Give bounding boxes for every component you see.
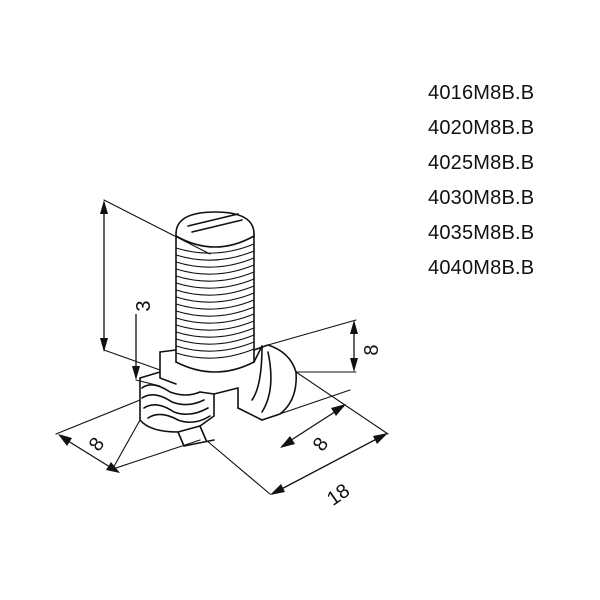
dim-head-thickness: 8 (361, 344, 383, 355)
thread-line (175, 257, 255, 268)
thread-line (175, 327, 255, 338)
t-head (139, 344, 297, 447)
dimension-lines (58, 200, 388, 495)
part-number: 4030M8B.B (428, 187, 535, 209)
part-number-list: 4016M8B.B 4020M8B.B 4025M8B.B 4030M8B.B … (428, 76, 534, 286)
thread-line (175, 334, 255, 345)
thread-line (175, 264, 255, 275)
extension-lines (55, 199, 389, 495)
thread-line (175, 271, 255, 282)
thread-line (175, 320, 255, 331)
part-number: 4020M8B.B (428, 117, 535, 139)
thread-line (175, 348, 255, 359)
dim-head-depth: 8 (309, 434, 333, 456)
thread-line (175, 250, 255, 261)
thread-lines (175, 243, 255, 359)
thread-line (175, 292, 255, 303)
part-number: 4016M8B.B (428, 82, 535, 104)
part-number: 4035M8B.B (428, 222, 535, 244)
dim-head-height: 3 (133, 300, 155, 311)
thread-line (175, 278, 255, 289)
thread-line (175, 313, 255, 324)
thread-line (175, 285, 255, 296)
thread-line (175, 299, 255, 310)
dim-overall-length: 18 (323, 480, 354, 511)
thread-line (175, 243, 255, 254)
part-number: 4025M8B.B (428, 152, 535, 174)
bolt-shank (175, 211, 255, 373)
thread-line (175, 341, 255, 352)
thread-line (175, 306, 255, 317)
dim-head-width: 8 (85, 434, 109, 456)
part-number: 4040M8B.B (428, 257, 535, 279)
